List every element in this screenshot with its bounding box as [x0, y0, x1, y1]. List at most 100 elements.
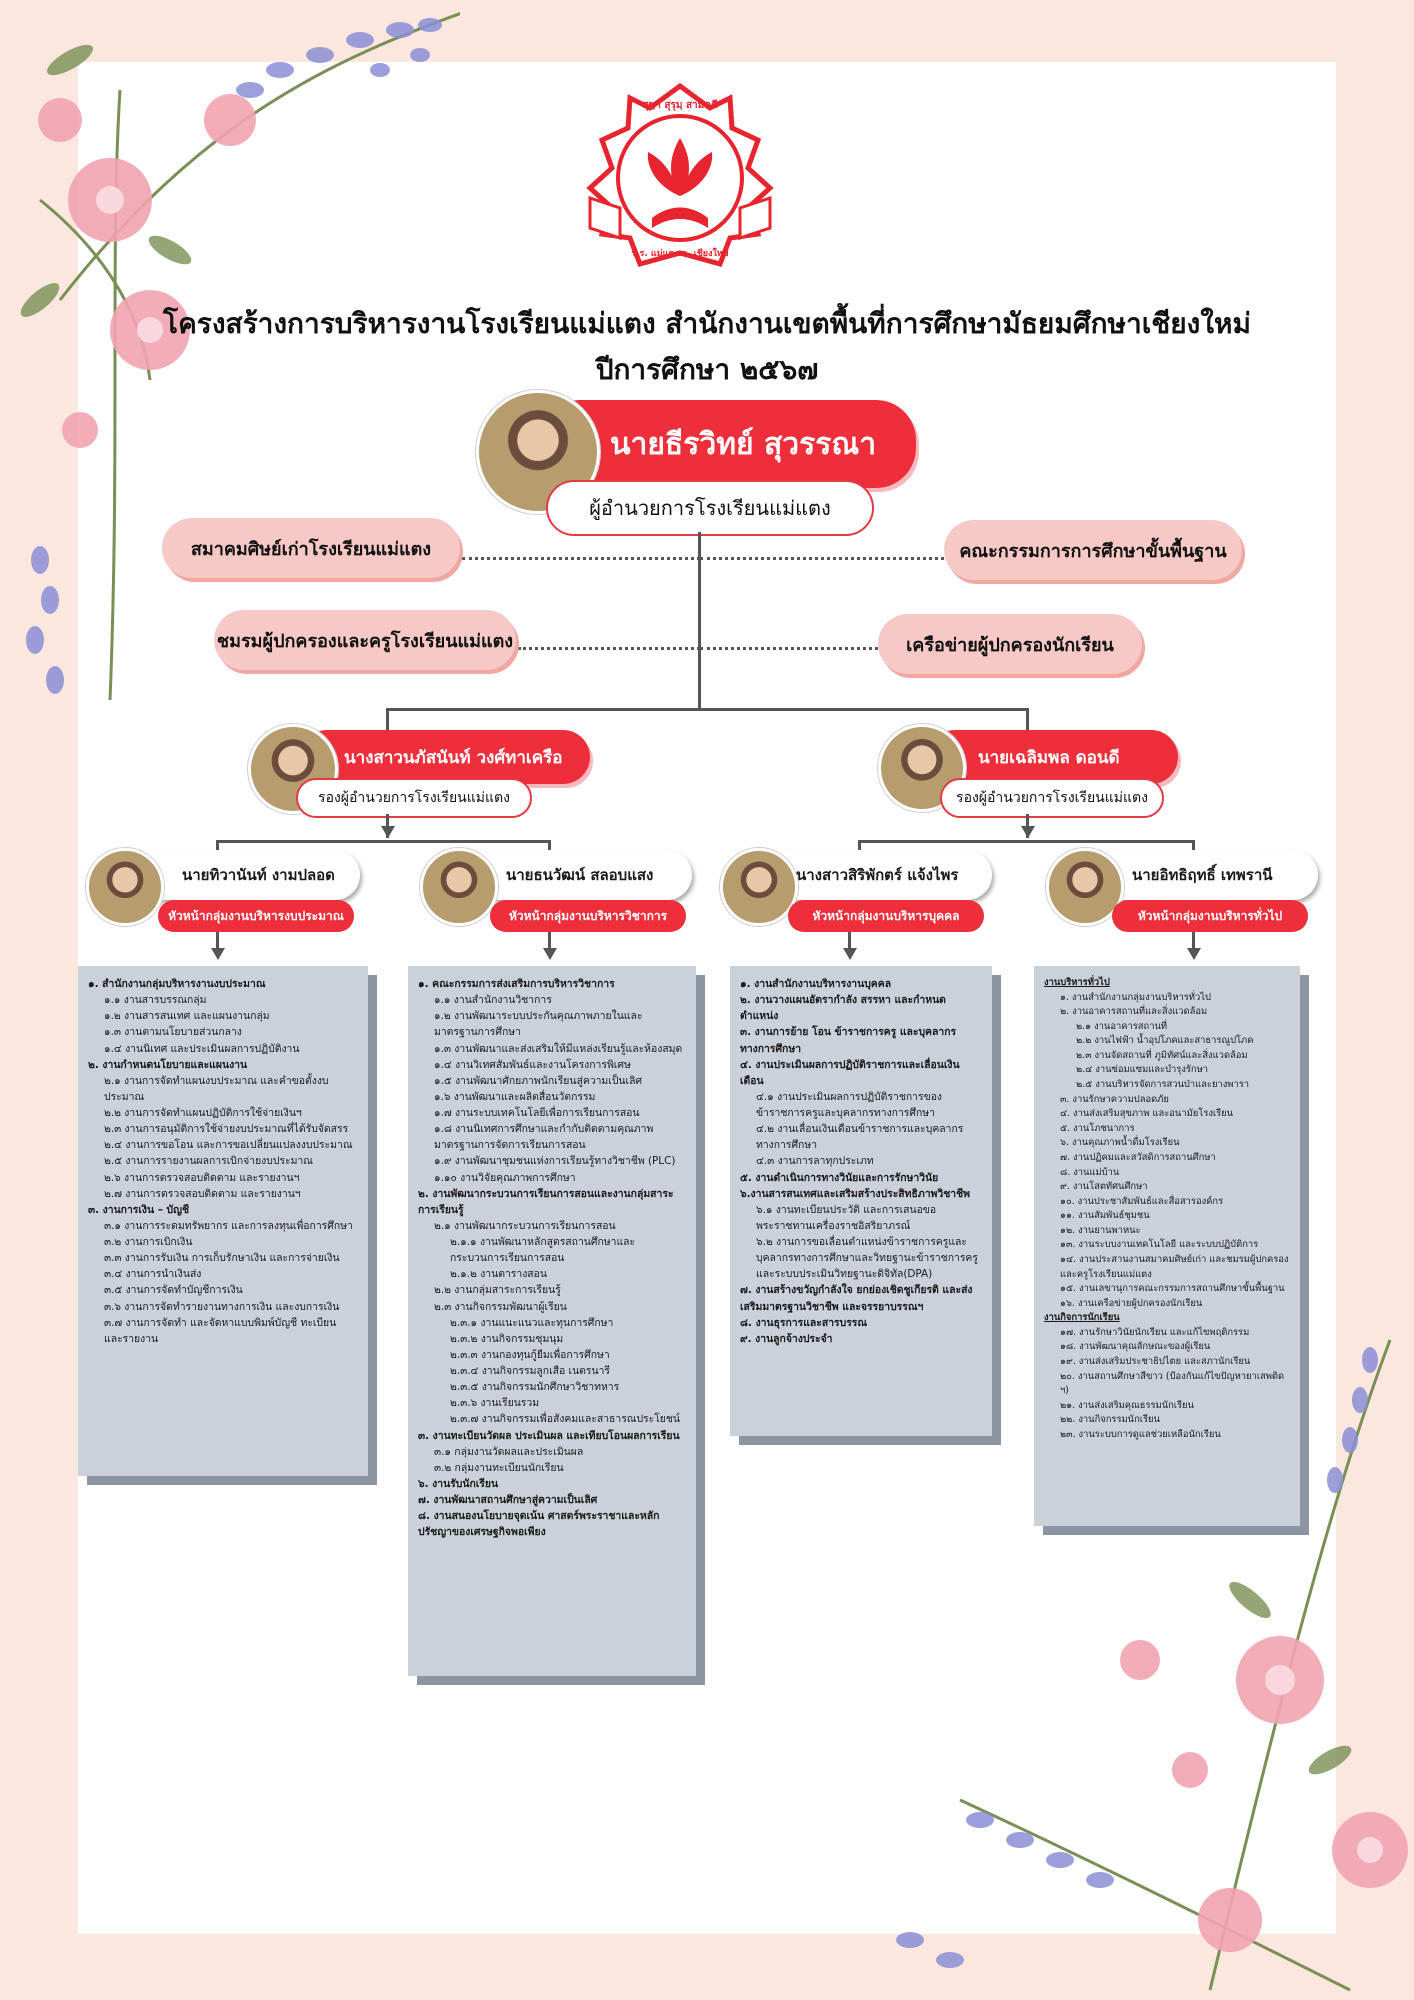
head-3-card: นางสาวสิริพักตร์ แจ้งไพร: [762, 850, 992, 900]
task-item: ๘. งานสนองนโยบายจุดเน้น ศาสตร์พระราชาและ…: [418, 1510, 660, 1539]
task-item: ๓. งานทะเบียนวัดผล ประเมินผล และเทียบโอน…: [418, 1429, 680, 1442]
task-item: ๒๐. งานสถานศึกษาสีขาว (ป้องกันแก้ไขปัญหา…: [1060, 1370, 1285, 1397]
connector-d1-heads: [216, 840, 550, 843]
task-item: ๑๓. งานระบบงานเทคโนโลยี และระบบปฏิบัติกา…: [1060, 1239, 1259, 1251]
arrow-down-icon: [1021, 826, 1035, 838]
task-item: ๗. งานพัฒนาสถานศึกษาสู่ความเป็นเลิศ: [418, 1494, 598, 1506]
task-item: ๔. งานส่งเสริมสุขภาพ และอนามัยโรงเรียน: [1060, 1108, 1234, 1120]
task-item: ๗. งานสร้างขวัญกำลังใจ ยกย่องเชิดชูเกียร…: [740, 1284, 973, 1313]
task-item: ๒.๓.๓ งานกองทุนกู้ยืมเพื่อการศึกษา: [450, 1348, 610, 1361]
head-1-position-tag: หัวหน้ากลุ่มงานบริหารงบประมาณ: [158, 900, 354, 932]
task-item: ๑.๓ งานพัฒนาและส่งเสริมให้มีแหล่งเรียนรู…: [434, 1042, 683, 1055]
task-item: ๕. งานโภชนาการ: [1060, 1122, 1135, 1134]
task-item: ๑.๒ งานพัฒนาระบบประกันคุณภาพภายในและมาตร…: [434, 1010, 643, 1039]
task-item: ๒.๒ งานการจัดทำแผนปฏิบัติการใช้จ่ายเงินฯ: [104, 1107, 302, 1119]
task-item: ๑๑. งานสัมพันธ์ชุมชน: [1060, 1210, 1150, 1222]
task-item: ๑๗. งานรักษาวินัยนักเรียน และแก้ไขพฤติกร…: [1060, 1326, 1250, 1338]
task-item: งานกิจการนักเรียน: [1044, 1312, 1120, 1324]
connector-deputies: [386, 708, 1028, 711]
task-item: ๒.๒ งานกลุ่มสาระการเรียนรู้: [434, 1284, 561, 1297]
arrow-down-icon: [1187, 948, 1201, 960]
task-item: ๖. งานรับนักเรียน: [418, 1477, 499, 1490]
connector-h4-up: [1192, 840, 1195, 852]
arrow-down-icon: [211, 948, 225, 960]
head-1-position: หัวหน้ากลุ่มงานบริหารงบประมาณ: [168, 908, 344, 923]
task-item: ๒.๓.๗ งานกิจกรรมเพื่อสังคมและสาธารณประโย…: [450, 1413, 681, 1426]
connector-dotted-3: [518, 647, 700, 650]
task-list-general: งานบริหารทั่วไป๑. งานสำนักงานกลุ่มงานบริ…: [1034, 966, 1300, 1526]
deputy-1-name-pill: นางสาวนภัสนันท์ วงศ์ทาเครือ: [300, 730, 590, 784]
task-item: ๓.๒ งานการเบิกเงิน: [104, 1236, 193, 1248]
partner-alumni: สมาคมศิษย์เก่าโรงเรียนแม่แตง: [162, 518, 460, 578]
task-item: ๒.๑ งานพัฒนากระบวนการเรียนการสอน: [434, 1219, 616, 1232]
task-item: ๑. สำนักงานกลุ่มบริหารงานงบประมาณ: [88, 978, 266, 990]
task-item: ๒.๓.๒ งานกิจกรรมชุมนุม: [450, 1332, 564, 1345]
page-subtitle: ปีการศึกษา ๒๕๖๗: [595, 353, 819, 386]
task-item: ๑.๑ งานสารบรรณกลุ่ม: [104, 994, 207, 1007]
task-item: ๑.๑๐ งานวิจัยคุณภาพการศึกษา: [434, 1171, 576, 1184]
partner-parents-club: ชมรมผู้ปกครองและครูโรงเรียนแม่แตง: [214, 610, 516, 670]
task-item: ๑.๓ งานตามนโยบายส่วนกลาง: [104, 1026, 242, 1039]
connector-box-2: [548, 932, 551, 954]
partner-board: คณะกรรมการการศึกษาขั้นพื้นฐาน: [944, 520, 1242, 580]
connector-deputy-left: [386, 708, 389, 730]
deputy-1-photo: [248, 724, 338, 814]
head-3-position: หัวหน้ากลุ่มงานบริหารบุคคล: [812, 908, 960, 923]
logo-school-name: ร.ร. แม่แตง จ. เชียงใหม่: [631, 249, 729, 259]
task-item: ๓. งานการย้าย โอน ข้าราชการครู และบุคลาก…: [740, 1026, 957, 1055]
deputy-2-position: รองผู้อำนวยการโรงเรียนแม่แตง: [956, 790, 1148, 806]
task-item: ๙. งานลูกจ้างประจำ: [740, 1332, 833, 1345]
task-list-budget: ๑. สำนักงานกลุ่มบริหารงานงบประมาณ๑.๑ งาน…: [78, 966, 368, 1476]
task-item: ๒.๔ งานซ่อมแซมและบำรุงรักษา: [1076, 1064, 1209, 1076]
task-item: ๘. งานแม่บ้าน: [1060, 1166, 1120, 1178]
task-item: ๑.๗ งานระบบเทคโนโลยีเพื่อการเรียนการสอน: [434, 1107, 640, 1119]
task-item: ๑.๒ งานสารสนเทศ และแผนงานกลุ่ม: [104, 1010, 270, 1023]
deputy-2-name: นายเฉลิมพล ดอนดี: [978, 747, 1120, 768]
task-item: ๒. งานวางแผนอัตรากำลัง สรรหา และกำหนดตำแ…: [740, 994, 946, 1023]
task-item: ๓.๑ งานการระดมทรัพยากร และการลงทุนเพื่อก…: [104, 1219, 353, 1232]
task-item: ๒.๔ งานการขอโอน และการขอเปลี่ยนแปลงงบประ…: [104, 1139, 353, 1152]
task-item: ๑.๔ งานวิเทศสัมพันธ์และงานโครงการพิเศษ: [434, 1058, 631, 1071]
task-item: งานบริหารทั่วไป: [1044, 977, 1110, 988]
head-2-name: นายธนวัฒน์ สลอบแสง: [506, 866, 654, 884]
partner-board-label: คณะกรรมการการศึกษาขั้นพื้นฐาน: [959, 540, 1227, 562]
task-item: ๔.๓ งานการลาทุกประเภท: [756, 1155, 874, 1168]
director-position: ผู้อำนวยการโรงเรียนแม่แตง: [589, 496, 831, 520]
connector-box-4: [1192, 932, 1195, 954]
task-item: ๗. งานปฏิคมและสวัสดิการสถานศึกษา: [1060, 1151, 1216, 1163]
task-item: ๒๓. งานระบบการดูแลช่วยเหลือนักเรียน: [1060, 1428, 1221, 1440]
head-1-name: นายทิวานันท์ งามปลอด: [182, 866, 335, 884]
connector-dotted-4: [700, 647, 878, 650]
head-3-position-tag: หัวหน้ากลุ่มงานบริหารบุคคล: [788, 900, 984, 932]
task-item: ๑. งานสำนักงานบริหารงานบุคคล: [740, 978, 892, 990]
logo-motto: สุขฺา สุรุมฺ สามคฺคี: [642, 100, 718, 111]
arrow-down-icon: [843, 948, 857, 960]
task-item: ๒. งานอาคารสถานที่และสิ่งแวดล้อม: [1060, 1006, 1208, 1018]
task-item: ๑๒. งานยานพาหนะ: [1060, 1224, 1141, 1236]
task-item: ๑. งานสำนักงานกลุ่มงานบริหารทั่วไป: [1060, 991, 1211, 1003]
connector-main: [698, 532, 701, 708]
director-name-pill: นายธีรวิทย์ สุวรรณา: [540, 400, 916, 488]
deputy-1-name: นางสาวนภัสนันท์ วงศ์ทาเครือ: [344, 747, 563, 768]
task-item: ๒.๕ งานการรายงานผลการเบิกจ่ายงบประมาณ: [104, 1155, 313, 1168]
deputy-2-position-pill: รองผู้อำนวยการโรงเรียนแม่แตง: [940, 778, 1164, 818]
task-item: ๖.๒ งานการขอเลื่อนตำแหน่งข้าราชการครูและ…: [756, 1236, 978, 1281]
task-item: ๘. งานธุรการและสารบรรณ: [740, 1316, 868, 1329]
task-item: ๑.๑ งานสำนักงานวิชาการ: [434, 994, 552, 1007]
task-item: ๒.๓.๔ งานกิจกรรมลูกเสือ เนตรนารี: [450, 1365, 611, 1377]
task-item: ๒.๓ งานการอนุมัติการใช้จ่ายงบประมาณที่ได…: [104, 1123, 349, 1136]
connector-h1-up: [216, 840, 219, 852]
head-4-position: หัวหน้ากลุ่มงานบริหารทั่วไป: [1137, 908, 1283, 923]
task-item: ๔.๒ งานเลื่อนเงินเดือนข้าราชการและบุคลาก…: [756, 1123, 964, 1152]
task-item: ๔.๑ งานประเมินผลการปฏิบัติราชการของข้ารา…: [756, 1090, 943, 1119]
partner-parents-club-label: ชมรมผู้ปกครองและครูโรงเรียนแม่แตง: [216, 630, 514, 652]
director-position-pill: ผู้อำนวยการโรงเรียนแม่แตง: [546, 480, 874, 536]
connector-h3-up: [858, 840, 861, 852]
task-item: ๔. งานประเมินผลการปฏิบัติราชการและเลื่อน…: [740, 1058, 960, 1087]
task-item: ๒.๑ งานการจัดทำแผนงบประมาณ และคำขอตั้งงบ…: [104, 1074, 329, 1103]
head-4-card: นายอิทธิฤทธิ์ เทพรานี: [1090, 850, 1318, 900]
task-item: ๑๖. งานเครือข่ายผู้ปกครองนักเรียน: [1060, 1297, 1203, 1309]
connector-box-3: [848, 932, 851, 954]
head-3-photo: [720, 848, 798, 926]
task-item: ๓.๑ กลุ่มงานวัดผลและประเมินผล: [434, 1445, 584, 1458]
